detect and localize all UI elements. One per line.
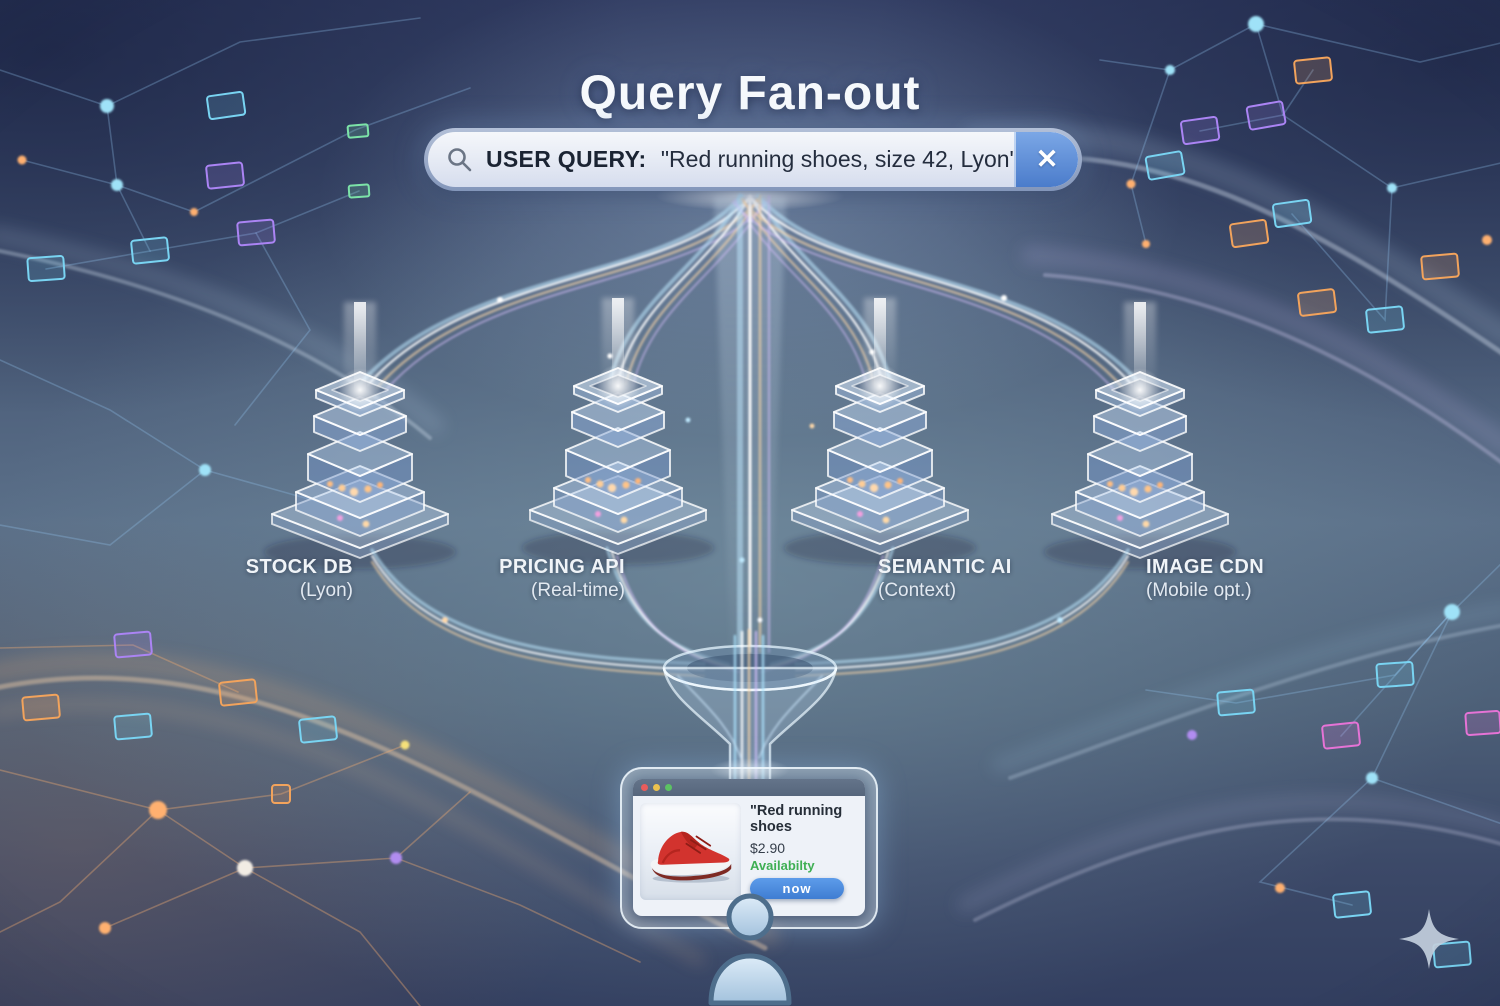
server-node-pricing-api-icon <box>522 298 714 565</box>
server-node-image-cdn-icon <box>1044 302 1236 569</box>
node-detail: (Real-time) <box>531 579 625 601</box>
availability-label: Availabilty <box>750 858 815 874</box>
close-icon: ✕ <box>1035 144 1059 174</box>
search-bar[interactable]: USER QUERY: "Red running shoes, size 42,… <box>424 128 1082 191</box>
node-detail: (Lyon) <box>299 579 353 601</box>
node-name: STOCK DB <box>245 556 353 578</box>
clear-search-button[interactable]: ✕ <box>1014 132 1078 187</box>
node-name: SEMANTIC AI <box>878 556 1012 578</box>
product-info: "Red running shoes $2.90 Availabilty now <box>750 803 858 900</box>
result-glass-frame: "Red running shoes $2.90 Availabilty now <box>620 767 878 929</box>
search-query-text: USER QUERY: "Red running shoes, size 42,… <box>486 146 1018 173</box>
traffic-light-red-icon <box>641 784 648 791</box>
user-icon <box>708 893 792 1006</box>
product-price: $2.90 <box>750 840 786 857</box>
mesh-nodes <box>17 16 1492 934</box>
search-query-value: "Red running shoes, size 42, Lyon" <box>660 146 1018 172</box>
page-title: Query Fan-out <box>579 67 921 121</box>
product-title: "Red running shoes <box>750 803 843 836</box>
node-detail: (Context) <box>878 579 957 601</box>
data-card-icons <box>21 56 1500 969</box>
node-label-stock-db: STOCK DB (Lyon) <box>173 556 353 602</box>
search-input[interactable]: USER QUERY: "Red running shoes, size 42,… <box>428 132 1078 187</box>
result-browser-window: "Red running shoes $2.90 Availabilty now <box>633 779 865 916</box>
sparkle-watermark-icon <box>1399 909 1459 969</box>
node-label-semantic-ai: SEMANTIC AI (Context) <box>878 556 1078 602</box>
node-name: PRICING API <box>499 556 625 578</box>
node-label-image-cdn: IMAGE CDN (Mobile opt.) <box>1146 556 1346 602</box>
fanout-streams <box>357 193 1143 655</box>
browser-topbar <box>633 779 865 796</box>
node-detail: (Mobile opt.) <box>1146 579 1252 601</box>
background-swooshes <box>0 122 1500 965</box>
product-image <box>640 803 741 900</box>
traffic-light-yellow-icon <box>653 784 660 791</box>
result-content: "Red running shoes $2.90 Availabilty now <box>633 796 865 900</box>
node-name: IMAGE CDN <box>1146 556 1265 578</box>
search-query-label: USER QUERY: <box>486 146 647 172</box>
search-icon <box>448 148 472 172</box>
now-button[interactable]: now <box>750 878 844 900</box>
node-label-pricing-api: PRICING API (Real-time) <box>445 556 625 602</box>
traffic-light-green-icon <box>665 784 672 791</box>
server-node-semantic-ai-icon <box>784 298 976 565</box>
red-sneaker-icon <box>650 831 731 883</box>
